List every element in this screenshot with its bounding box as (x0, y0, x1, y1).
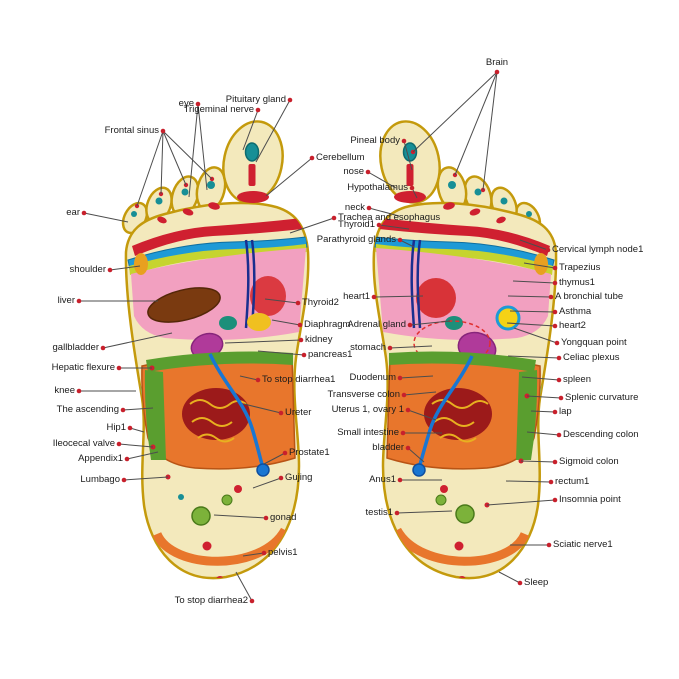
label-asthma: Asthma (559, 306, 592, 318)
label-adrenal-gland: Adrenal gland (347, 319, 406, 331)
label-the-ascending: The ascending (56, 404, 119, 416)
label-a-bronchial-tube: A bronchial tube (555, 291, 624, 303)
label-brain: Brain (485, 57, 509, 69)
label-shoulder: shoulder (69, 264, 106, 276)
label-yongquan-point: Yongquan point (561, 337, 627, 349)
label-pelvis1: pelvis1 (268, 547, 298, 559)
label-heart1: heart1 (343, 291, 370, 303)
label-pineal-body: Pineal body (350, 135, 400, 147)
label-appendix1: Appendix1 (78, 453, 123, 465)
label-anus1: Anus1 (369, 474, 396, 486)
label-hip1: Hip1 (106, 422, 126, 434)
label-hepatic-flexure: Hepatic flexure (51, 362, 115, 374)
label-prostate1: Prostate1 (289, 447, 330, 459)
label-spleen: spleen (563, 374, 591, 386)
label-diaphragm: Diaphragm (304, 319, 351, 331)
right-foot (372, 120, 558, 580)
label-uterus-ovary: Uterus 1, ovary 1 (331, 404, 404, 416)
label-small-intestine: Small intestine (337, 427, 399, 439)
label-stomach: stomach (350, 342, 386, 354)
label-liver: liver (57, 295, 75, 307)
label-knee: knee (54, 385, 75, 397)
label-rectum1: rectum1 (555, 476, 590, 488)
label-ureter: Ureter (285, 407, 312, 419)
label-frontal-sinus: Frontal sinus (104, 125, 159, 137)
label-to-stop-diarrhea2: To stop diarrhea2 (174, 595, 248, 607)
label-neck: neck (344, 202, 365, 214)
label-pituitary-gland: Pituitary gland (225, 94, 286, 106)
label-lap: lap (559, 406, 572, 418)
label-nose: nose (343, 166, 364, 178)
label-cerebellum: Cerebellum (316, 152, 365, 164)
label-ileocecal-valve: Ileocecal valve (52, 438, 115, 450)
label-thymus1: thymus1 (559, 277, 595, 289)
label-heart2: heart2 (559, 320, 586, 332)
label-hypothalamus: Hypothalamus (347, 182, 408, 194)
label-trigeminal-nerve: Trigeminal nerve (183, 104, 254, 116)
label-ear: ear (66, 207, 80, 219)
label-trachea-esophagus: Trachea and esophagus (338, 212, 441, 224)
label-pancreas1: pancreas1 (308, 349, 353, 361)
label-duodenum: Duodenum (349, 372, 396, 384)
label-gujing: Gujing (285, 472, 313, 484)
label-insomnia-point: Insomnia point (559, 494, 621, 506)
label-gallbladder: gallbladder (52, 342, 99, 354)
label-cervical-lymph-node1: Cervical lymph node1 (552, 244, 644, 256)
label-trapezius: Trapezius (559, 262, 601, 274)
label-sleep: Sleep (524, 577, 549, 589)
label-gonad: gonad (270, 512, 297, 524)
label-bladder: bladder (372, 442, 404, 454)
label-parathyroid-glands: Parathyroid glands (316, 234, 396, 246)
label-celiac-plexus: Celiac plexus (563, 352, 620, 364)
label-testis1: testis1 (365, 507, 393, 519)
label-splenic-curvature: Splenic curvature (565, 392, 639, 404)
label-kidney: kidney (305, 334, 333, 346)
label-sigmoid-colon: Sigmoid colon (559, 456, 619, 468)
label-descending-colon: Descending colon (563, 429, 639, 441)
label-thyroid1: Thyroid1 (338, 219, 375, 231)
label-sciatic-nerve1: Sciatic nerve1 (553, 539, 613, 551)
label-eye: eye (178, 98, 194, 110)
label-to-stop-diarrhea1: To stop diarrhea1 (262, 374, 336, 386)
label-lumbago: Lumbago (80, 474, 120, 486)
label-thyroid2: Thyroid2 (302, 297, 339, 309)
label-transverse-colon: Transverse colon (327, 389, 400, 401)
